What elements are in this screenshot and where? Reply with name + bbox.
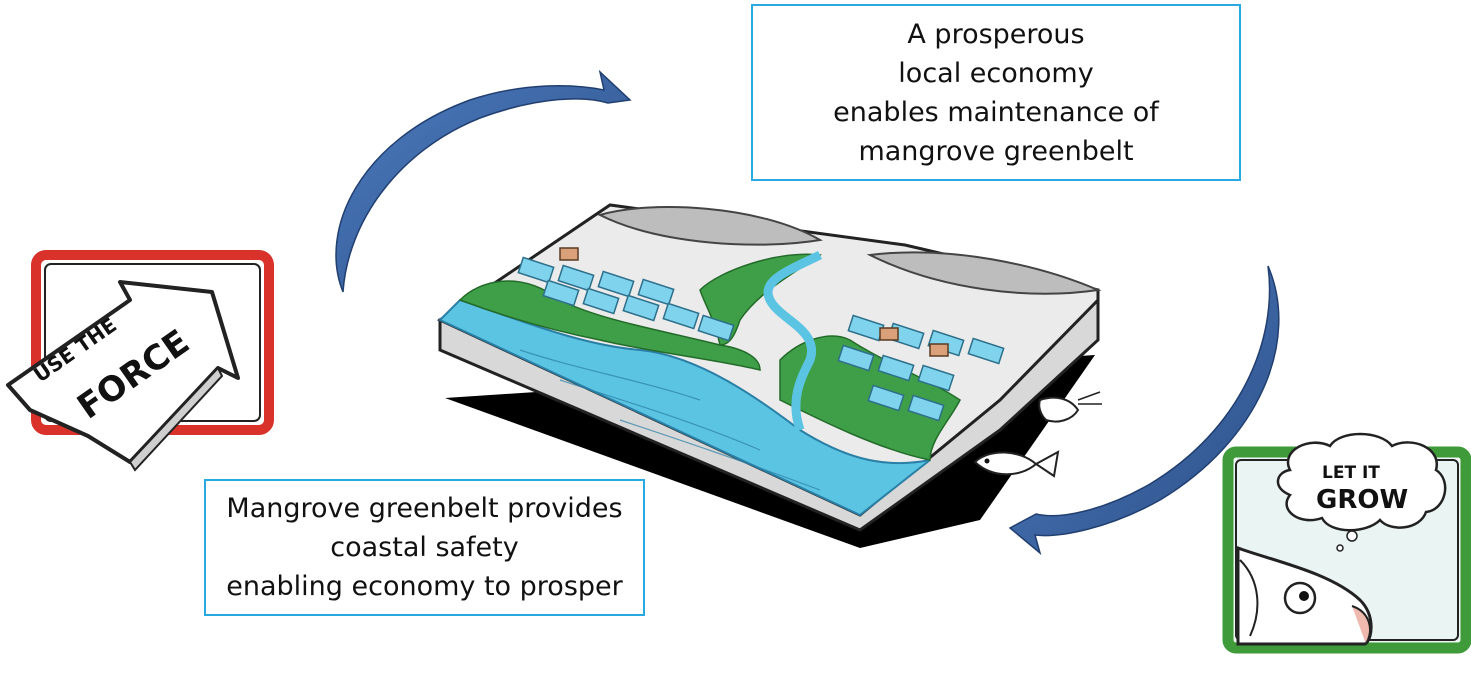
safety-text-box: Mangrove greenbelt provides coastal safe… [204, 479, 645, 616]
safety-text-line-3: enabling economy to prosper [226, 571, 623, 602]
sign-right-big-text: GROW [1316, 485, 1408, 515]
cycle-arrow-bottom-icon [1008, 265, 1280, 556]
cycle-arrow-top-icon [335, 69, 632, 293]
shrimp-icon [1038, 391, 1102, 423]
safety-text-line-2: coastal safety [330, 532, 519, 563]
use-the-force-sign: USE THE FORCE [6, 250, 274, 472]
sign-right-small-text: LET IT [1322, 463, 1380, 483]
coastal-landscape-illustration [436, 203, 1102, 548]
economy-text-line-1: A prosperous [907, 18, 1085, 50]
safety-text-line-1: Mangrove greenbelt provides [226, 493, 623, 524]
economy-text-line-4: mangrove greenbelt [858, 135, 1134, 167]
economy-text-line-2: local economy [898, 57, 1094, 89]
fish-icon [973, 450, 1060, 478]
let-it-grow-sign: LET IT GROW [1222, 432, 1471, 654]
economy-text-line-3: enables maintenance of [833, 96, 1159, 128]
economy-text-box: A prosperous local economy enables maint… [751, 4, 1241, 181]
